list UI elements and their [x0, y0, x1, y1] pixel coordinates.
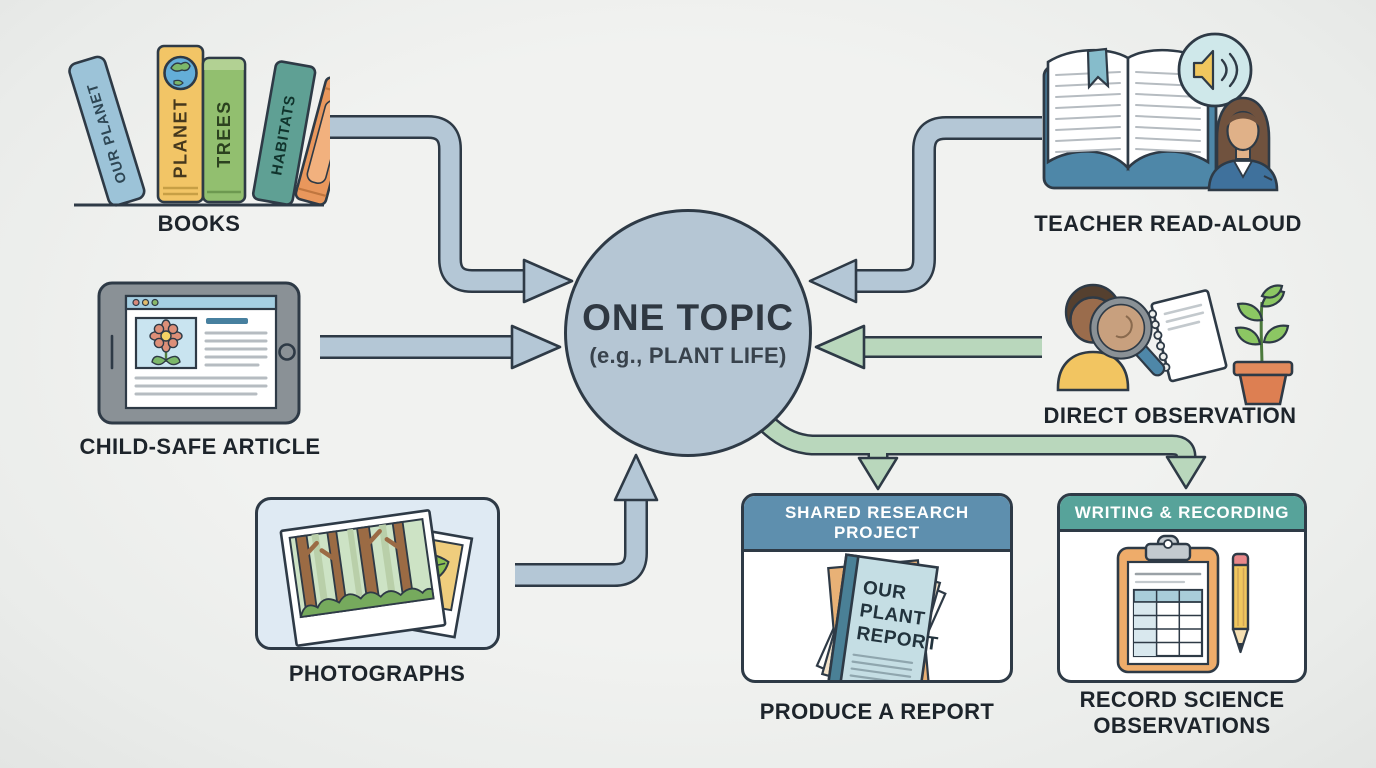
- browser-dot-yellow: [141, 298, 150, 307]
- book-habitats: HABITATS: [251, 60, 317, 206]
- topic-title: ONE TOPIC: [582, 297, 794, 338]
- bookmark-icon: [1086, 47, 1110, 90]
- topic-circle: ONE TOPIC (e.g., PLANT LIFE): [564, 209, 812, 457]
- writing-recording-card: WRITING & RECORDING: [1057, 493, 1307, 683]
- plant-report-icon: OUR PLANT REPORT: [815, 553, 947, 680]
- speaker-badge-icon: [1177, 32, 1253, 108]
- card-header: SHARED RESEARCH PROJECT: [744, 496, 1010, 552]
- observation-table: [1132, 588, 1204, 658]
- photo-forest: [279, 509, 447, 647]
- book-spine-label: PLANET: [171, 98, 191, 179]
- card-header: WRITING & RECORDING: [1060, 496, 1304, 532]
- flower-icon: [149, 319, 183, 366]
- notebook-icon: [1148, 289, 1228, 383]
- teacher-figure: [1207, 96, 1279, 192]
- article-text-lines: [134, 331, 268, 396]
- pencil-icon: [1231, 552, 1250, 654]
- potted-plant-icon: [1232, 284, 1294, 406]
- books-icon: OUR PLANET PLANET TREES: [68, 44, 330, 207]
- shared-research-project-card: SHARED RESEARCH PROJECT OUR PLANT REPORT: [741, 493, 1013, 683]
- photographs-label: PHOTOGRAPHS: [288, 661, 466, 686]
- books-label: BOOKS: [157, 211, 241, 236]
- photographs-icon: [279, 509, 474, 647]
- observation-label: DIRECT OBSERVATION: [1043, 403, 1297, 428]
- magnifier-icon: [1089, 296, 1166, 377]
- browser-dot-red: [132, 298, 140, 307]
- browser-dot-green: [151, 298, 159, 307]
- arrow-article-to-topic: [320, 324, 562, 370]
- arrow-readaloud-to-topic: [808, 116, 1042, 304]
- produce-report-caption: PRODUCE A REPORT: [759, 699, 995, 724]
- arrow-photographs-to-topic: [515, 453, 659, 587]
- article-label: CHILD-SAFE ARTICLE: [79, 434, 321, 459]
- book-planet: PLANET: [156, 44, 205, 204]
- browser-bar: [124, 294, 278, 311]
- book-our-planet: OUR PLANET: [68, 55, 146, 207]
- report-cover: OUR PLANT REPORT: [826, 553, 939, 680]
- book-spine-label: TREES: [214, 100, 234, 168]
- arrow-books-to-topic: [318, 115, 574, 304]
- readaloud-label: TEACHER READ-ALOUD: [1034, 211, 1302, 236]
- article-headline-bar: [206, 318, 248, 324]
- direct-observation-icon: [1056, 283, 1294, 406]
- tablet-home-button: [278, 343, 296, 361]
- arrow-observation-to-topic: [814, 324, 1042, 370]
- clipboard-icon: [1116, 534, 1250, 674]
- record-observations-caption: RECORD SCIENCE OBSERVATIONS: [1079, 687, 1285, 738]
- teacher-readaloud-icon: [1042, 32, 1279, 192]
- book-trees: TREES: [201, 56, 247, 204]
- tablet-article-icon: [97, 281, 301, 425]
- photographs-panel: [255, 497, 500, 650]
- topic-subtitle: (e.g., PLANT LIFE): [589, 343, 787, 368]
